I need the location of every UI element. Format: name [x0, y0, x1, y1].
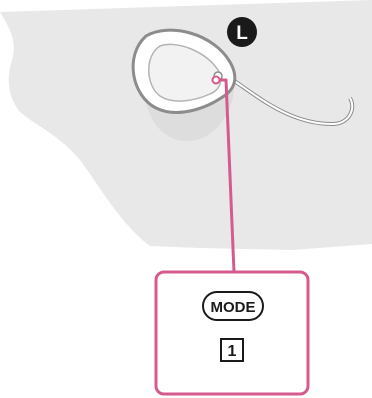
mode-button-label: MODE: [211, 299, 256, 316]
callout-box: [154, 270, 310, 396]
side-marker-label: L: [236, 23, 248, 44]
side-marker-icon: L: [227, 17, 257, 47]
mode-button-icon: MODE: [202, 291, 264, 321]
step-number-label: 1: [228, 343, 237, 360]
step-number-icon: 1: [220, 338, 244, 362]
